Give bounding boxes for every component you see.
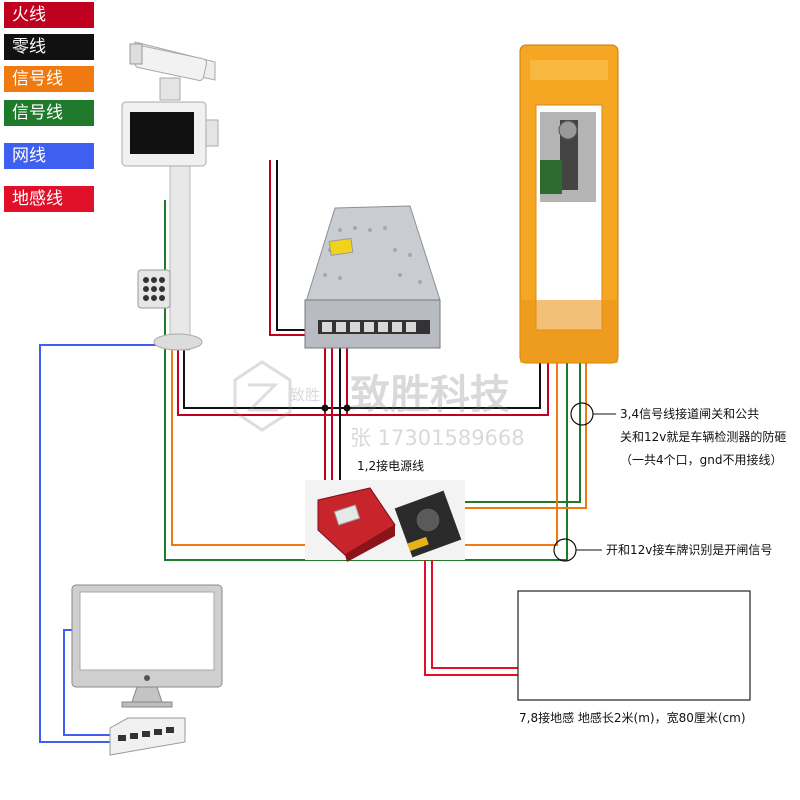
legend-network-cable: 网线	[4, 143, 94, 169]
loop-wire-1	[424, 560, 520, 676]
legend-signal-wire-green: 信号线	[4, 100, 94, 126]
legend-label: 零线	[12, 37, 46, 57]
ground-loop-label: 7,8接地感 地感长2米(m)，宽80厘米(cm)	[519, 711, 746, 725]
network-switch-icon	[109, 717, 186, 756]
ground-loop-area	[517, 590, 751, 701]
power-connection-label: 1,2接电源线	[357, 459, 425, 473]
power-supply-icon	[304, 205, 441, 349]
watermark-small: 致胜	[290, 386, 321, 404]
relay-base-icon	[394, 490, 462, 558]
legend-label: 网线	[12, 146, 46, 166]
barrier-note-line3: （一共4个口，gnd不用接线）	[620, 453, 783, 467]
open-signal-label: 开和12v接车牌识别是开闸信号	[606, 543, 773, 557]
callout-circle-barrier	[570, 402, 594, 426]
watermark-brand: 致胜科技	[350, 372, 510, 418]
legend-label: 地感线	[12, 189, 63, 209]
legend-loop-wire: 地感线	[4, 186, 94, 212]
network-cable	[39, 344, 165, 743]
legend-neutral-wire: 零线	[4, 34, 94, 60]
watermark-phone: 张 17301589668	[350, 426, 525, 450]
callout-circle-open	[553, 538, 577, 562]
barrier-gate-icon	[519, 44, 619, 364]
fill-light-icon	[137, 269, 171, 309]
legend-live-wire: 火线	[4, 2, 94, 28]
junction-dot	[343, 404, 351, 412]
loop-detector-icon	[305, 480, 465, 562]
legend-label: 信号线	[12, 69, 63, 89]
legend-signal-wire-orange: 信号线	[4, 66, 94, 92]
gate-motor-icon	[540, 112, 596, 202]
psu-input-red	[269, 160, 320, 336]
watermark-logo-icon	[233, 360, 292, 432]
legend-label: 火线	[12, 5, 46, 25]
camera-icon	[129, 41, 216, 101]
loop-wire-2	[431, 560, 520, 669]
lpr-camera-pole	[121, 41, 219, 351]
barrier-note-line1: 3,4信号线接道闸关和公共	[620, 407, 760, 421]
network-cable-monitor	[63, 629, 110, 736]
monitor-icon	[71, 584, 223, 708]
junction-dot	[321, 404, 329, 412]
legend-label: 信号线	[12, 103, 63, 123]
display-screen-icon	[121, 101, 219, 167]
barrier-note-line2: 关和12v就是车辆检测器的防砸	[620, 430, 787, 444]
